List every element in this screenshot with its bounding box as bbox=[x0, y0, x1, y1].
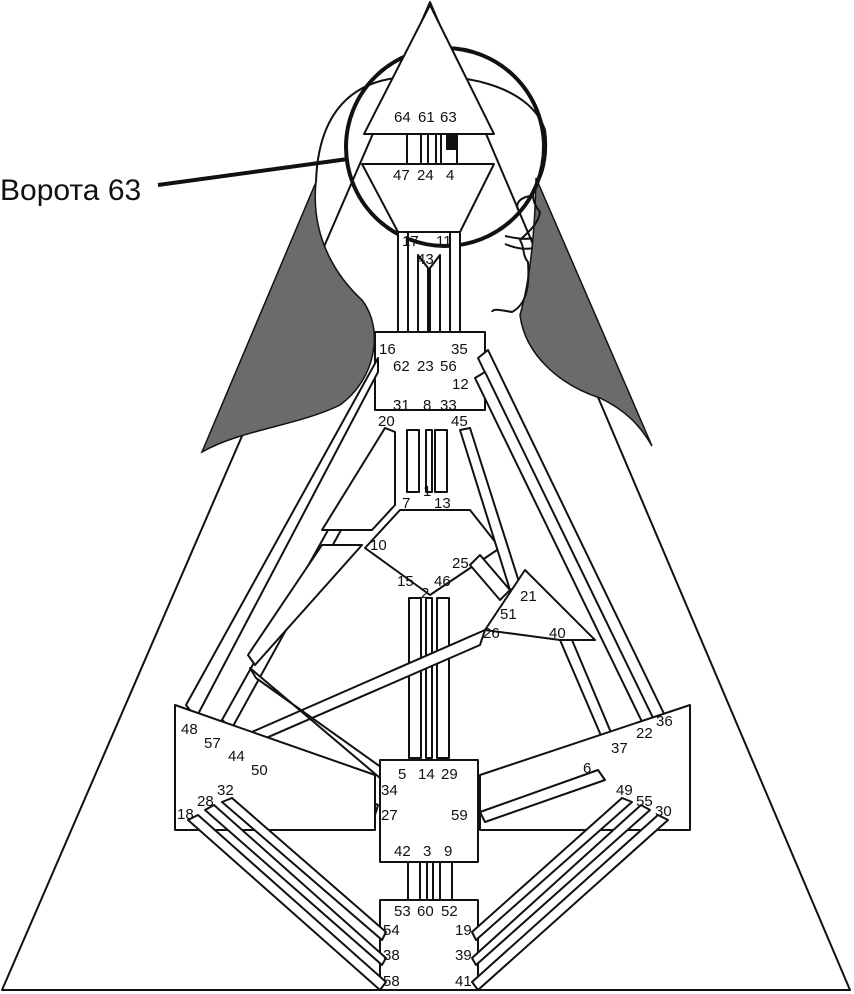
gate-38: 38 bbox=[383, 947, 400, 964]
mouth-mark bbox=[504, 235, 534, 250]
gate-13: 13 bbox=[434, 495, 451, 512]
gate-59: 59 bbox=[451, 807, 468, 824]
gate-54: 54 bbox=[383, 922, 400, 939]
gate-15: 15 bbox=[397, 573, 414, 590]
gate-27: 27 bbox=[381, 807, 398, 824]
channel-42-53[interactable] bbox=[407, 861, 421, 903]
gate-10: 10 bbox=[370, 537, 387, 554]
channel-18-58[interactable] bbox=[187, 814, 387, 991]
gate-51: 51 bbox=[500, 606, 517, 623]
gate-35: 35 bbox=[451, 341, 468, 358]
gate-52: 52 bbox=[441, 903, 458, 920]
gate-11: 11 bbox=[436, 233, 452, 250]
gate-6: 6 bbox=[583, 760, 591, 777]
gate-37: 37 bbox=[611, 740, 628, 757]
channel-25-51[interactable] bbox=[469, 554, 511, 601]
gate-22: 22 bbox=[636, 725, 653, 742]
spleen-center[interactable] bbox=[174, 704, 376, 831]
callout-label: Ворота 63 bbox=[0, 174, 141, 207]
channel-55-39[interactable] bbox=[471, 804, 651, 966]
gate-31: 31 bbox=[393, 397, 410, 414]
gate-1: 1 bbox=[423, 483, 431, 500]
gate-55: 55 bbox=[636, 793, 653, 810]
gate-49: 49 bbox=[616, 782, 633, 799]
gate-7: 7 bbox=[402, 495, 410, 512]
channel-32-54[interactable] bbox=[221, 797, 387, 941]
gate-63-highlight bbox=[446, 134, 457, 150]
gate-30: 30 bbox=[655, 803, 672, 820]
gate-62: 62 bbox=[393, 358, 410, 375]
channel-6-59[interactable] bbox=[479, 769, 606, 823]
gate-12: 12 bbox=[452, 376, 469, 393]
gate-17: 17 bbox=[402, 233, 419, 250]
gate-8: 8 bbox=[423, 397, 431, 414]
gate-33: 33 bbox=[440, 397, 457, 414]
gate-29: 29 bbox=[441, 766, 458, 783]
channel-28-38[interactable] bbox=[204, 804, 387, 966]
gate-5: 5 bbox=[398, 766, 406, 783]
gate-61: 61 bbox=[418, 109, 435, 126]
gate-9: 9 bbox=[444, 843, 452, 860]
gate-41: 41 bbox=[455, 973, 472, 990]
gate-14: 14 bbox=[418, 766, 435, 783]
channel-31-7[interactable] bbox=[406, 429, 420, 493]
channel-20-10[interactable] bbox=[321, 427, 396, 531]
gate-18: 18 bbox=[177, 806, 194, 823]
gate-16: 16 bbox=[379, 341, 396, 358]
right-shoulder-shade bbox=[519, 177, 653, 447]
channel-40-37[interactable] bbox=[559, 639, 616, 746]
gate-20: 20 bbox=[378, 413, 395, 430]
gate-25: 25 bbox=[452, 555, 469, 572]
gate-50: 50 bbox=[251, 762, 268, 779]
channel-46-29[interactable] bbox=[436, 597, 450, 759]
sacral-center[interactable] bbox=[379, 759, 479, 863]
left-shoulder-shade bbox=[200, 181, 376, 454]
heart-center[interactable] bbox=[484, 569, 596, 641]
channel-61-24[interactable] bbox=[427, 133, 437, 165]
channel-3-60[interactable] bbox=[426, 861, 434, 903]
gate-40: 40 bbox=[549, 625, 566, 642]
gate-46: 46 bbox=[434, 573, 451, 590]
gate-24: 24 bbox=[417, 167, 434, 184]
channel-8-1[interactable] bbox=[425, 429, 433, 493]
gate-3: 3 bbox=[423, 843, 431, 860]
gate-58: 58 bbox=[383, 973, 400, 990]
channel-9-52[interactable] bbox=[439, 861, 453, 903]
channel-15-5[interactable] bbox=[408, 597, 422, 759]
channel-49-19[interactable] bbox=[471, 797, 633, 941]
gate-4: 4 bbox=[446, 167, 454, 184]
gate-53: 53 bbox=[394, 903, 411, 920]
gate-28: 28 bbox=[197, 793, 214, 810]
gate-57: 57 bbox=[204, 735, 221, 752]
gate-56: 56 bbox=[440, 358, 457, 375]
gate-32: 32 bbox=[217, 782, 234, 799]
g-center[interactable] bbox=[364, 509, 501, 596]
channel-10-57[interactable] bbox=[247, 544, 363, 666]
channel-64-47[interactable] bbox=[406, 133, 422, 165]
gate-19: 19 bbox=[455, 922, 472, 939]
callout-line bbox=[157, 157, 349, 187]
gate-42: 42 bbox=[394, 843, 411, 860]
channel-33-13[interactable] bbox=[434, 429, 448, 493]
gate-2: 2 bbox=[421, 585, 429, 602]
gate-63: 63 bbox=[440, 109, 457, 126]
gate-21: 21 bbox=[520, 588, 537, 605]
gate-43: 43 bbox=[417, 251, 434, 268]
gate-36: 36 bbox=[656, 713, 673, 730]
gate-44: 44 bbox=[228, 748, 245, 765]
channel-30-41[interactable] bbox=[471, 814, 669, 991]
gate-34: 34 bbox=[381, 782, 398, 799]
channel-2-14[interactable] bbox=[425, 597, 433, 759]
throat-center[interactable] bbox=[374, 331, 486, 411]
gate-45: 45 bbox=[451, 413, 468, 430]
gate-23: 23 bbox=[417, 358, 434, 375]
gate-26: 26 bbox=[483, 625, 500, 642]
gate-48: 48 bbox=[181, 721, 198, 738]
gate-39: 39 bbox=[455, 947, 472, 964]
gate-60: 60 bbox=[417, 903, 434, 920]
gate-64: 64 bbox=[394, 109, 411, 126]
gate-47: 47 bbox=[393, 167, 410, 184]
